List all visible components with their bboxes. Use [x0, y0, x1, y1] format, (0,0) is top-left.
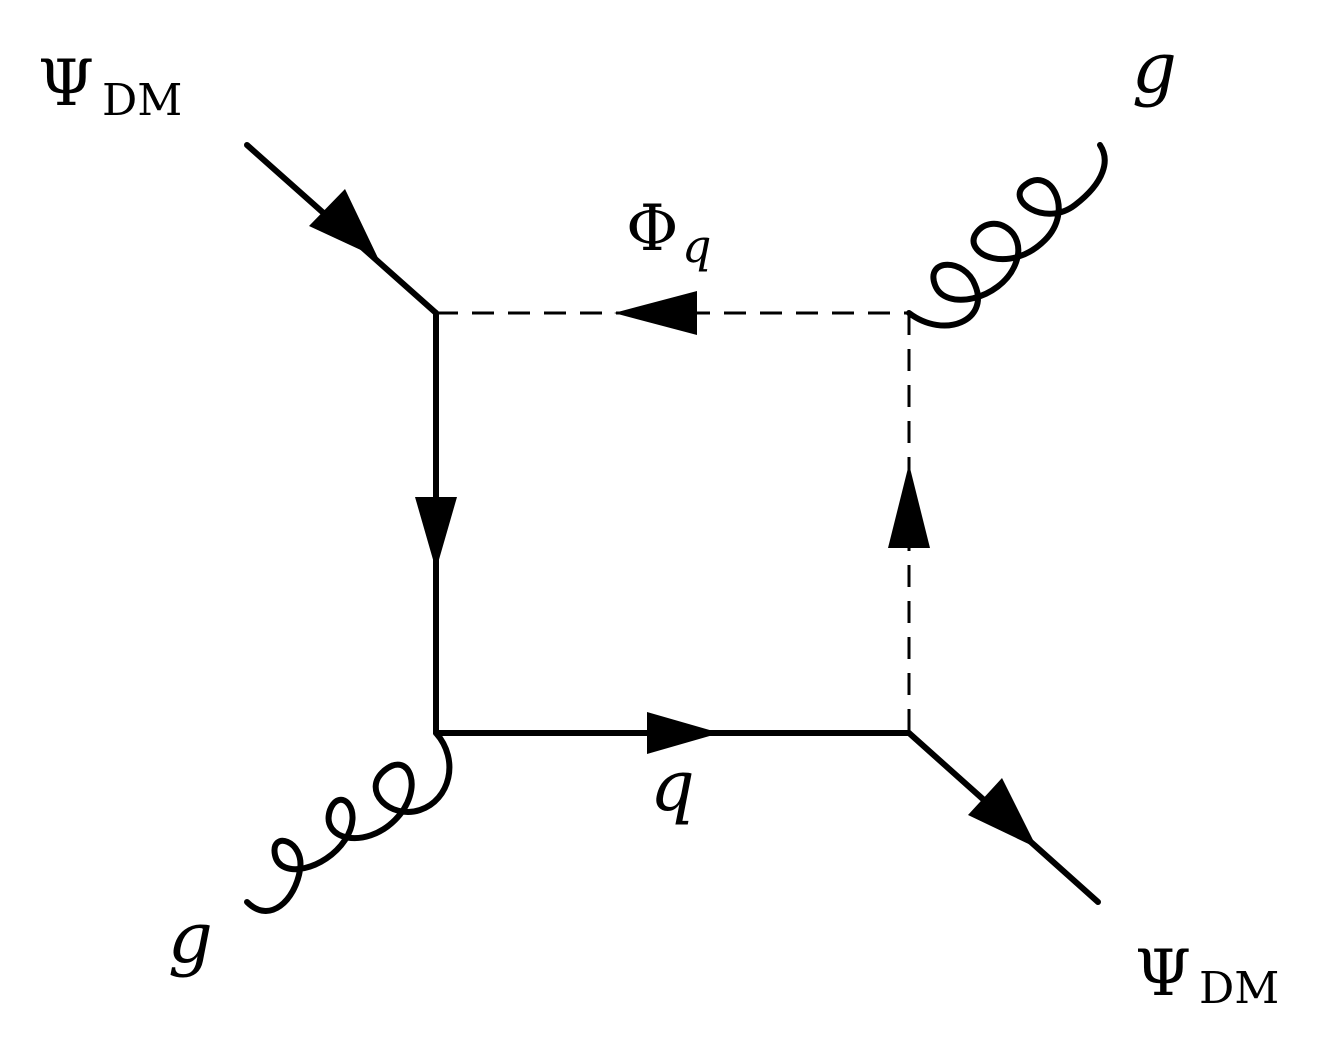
label-gluon-bottom: g	[168, 897, 213, 979]
scalar-top-arrow	[614, 291, 697, 335]
gluon-top-line	[906, 142, 1108, 329]
scalar-propagator-top	[436, 291, 909, 335]
outgoing-dm-fermion	[906, 730, 1101, 905]
label-psi-out: Ψ DM	[1135, 937, 1279, 1014]
svg-text:DM: DM	[102, 75, 182, 126]
svg-text:Ψ: Ψ	[38, 47, 94, 121]
label-psi-in: Ψ DM	[38, 47, 182, 126]
incoming-dm-arrow	[309, 189, 378, 258]
gluon-bottom-line	[244, 730, 453, 914]
quark-propagator	[433, 712, 912, 754]
svg-text:q: q	[650, 745, 695, 827]
scalar-propagator-right	[888, 313, 930, 733]
label-quark: q	[650, 745, 695, 827]
svg-text:g: g	[1132, 27, 1177, 109]
left-fermion-propagator	[415, 310, 457, 736]
left-propagator-arrow	[415, 497, 457, 570]
label-phi-q: Φ q	[626, 192, 711, 273]
svg-text:DM: DM	[1199, 963, 1279, 1014]
outgoing-dm-arrow	[968, 778, 1037, 848]
quark-arrow	[647, 712, 720, 754]
svg-text:Ψ: Ψ	[1135, 937, 1191, 1011]
svg-text:q: q	[682, 219, 711, 273]
incoming-dm-fermion	[244, 142, 439, 316]
label-gluon-top: g	[1132, 27, 1177, 109]
svg-text:g: g	[168, 897, 213, 979]
scalar-right-arrow	[888, 464, 930, 548]
svg-text:Φ: Φ	[626, 192, 678, 266]
